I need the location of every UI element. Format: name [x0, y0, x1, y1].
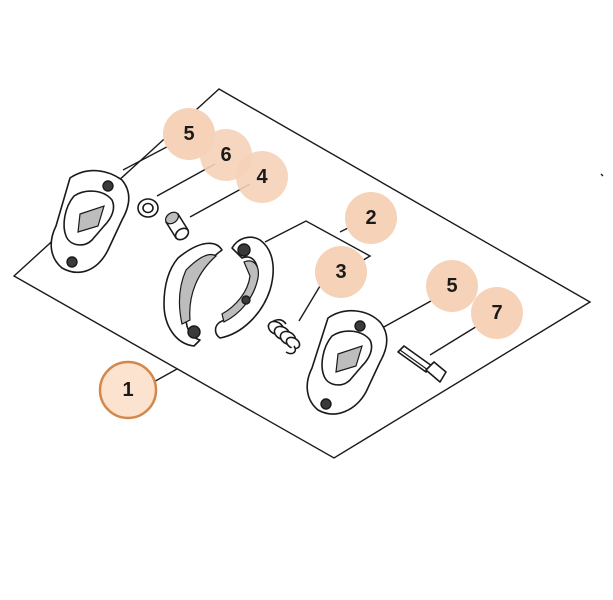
callout-2: 2 [345, 192, 397, 244]
spring [267, 318, 301, 355]
bushing [164, 211, 190, 241]
bolt [397, 345, 447, 383]
callout-label: 5 [183, 123, 194, 145]
kit-outline [12, 88, 592, 459]
callout-5-right: 5 [426, 260, 478, 312]
callout-label: 7 [491, 302, 502, 324]
callout-4: 4 [236, 151, 288, 203]
callout-label: 5 [446, 275, 457, 297]
washer [137, 198, 159, 218]
callout-label: 6 [220, 144, 231, 166]
brake-shoe-left [163, 242, 223, 347]
callout-3: 3 [315, 246, 367, 298]
callout-label: 1 [122, 379, 133, 401]
callout-label: 3 [335, 261, 346, 283]
callout-1-main: 1 [98, 360, 158, 420]
callout-label: 2 [365, 207, 376, 229]
brake-shoe-right [214, 236, 274, 339]
stray-mark [600, 173, 604, 177]
callout-label: 4 [256, 166, 268, 188]
callout-7: 7 [471, 287, 523, 339]
side-plate-right [306, 310, 388, 415]
side-plate-left [50, 169, 130, 274]
